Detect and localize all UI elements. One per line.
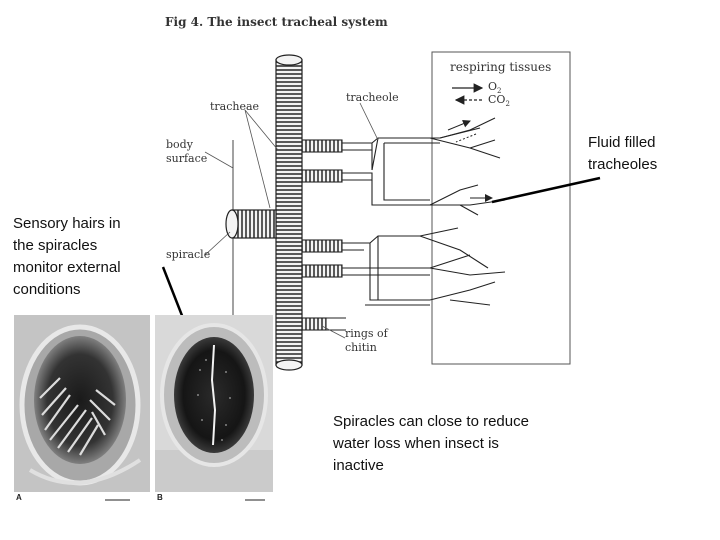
photo-b-letter: B <box>157 493 163 502</box>
side-branches <box>301 139 343 331</box>
tracheole-label: tracheole <box>346 91 399 104</box>
figure-title: Fig 4. The insect tracheal system <box>165 15 388 29</box>
co2-label: CO2 <box>488 93 510 109</box>
photo-a-letter: A <box>16 493 22 502</box>
spiracle-photo-a <box>14 315 150 505</box>
main-trachea <box>275 54 303 371</box>
spiracle-trachea <box>225 209 277 239</box>
o2-label: O2 <box>488 80 502 96</box>
body-surface-label: body surface <box>166 138 208 165</box>
respiring-tissues-box <box>431 51 571 365</box>
spiracles-close-annotation: Spiracles can close to reduce water loss… <box>333 413 529 474</box>
spiracle-label: spiracle <box>166 248 211 261</box>
lower-tracheoles <box>342 227 506 306</box>
fluid-filled-pointer <box>491 176 601 204</box>
spiracle-photo-b <box>155 315 273 505</box>
upper-tracheoles <box>342 117 506 216</box>
sensory-hairs-annotation: Sensory hairs in the spiracles monitor e… <box>13 215 121 298</box>
respiring-tissues-label: respiring tissues <box>450 60 552 74</box>
gas-arrows <box>447 83 493 202</box>
tracheae-label: tracheae <box>210 100 260 113</box>
leader-lines <box>204 102 379 339</box>
rings-of-chitin-label: rings of chitin <box>345 327 388 354</box>
fluid-filled-annotation: Fluid filled tracheoles <box>588 134 658 173</box>
